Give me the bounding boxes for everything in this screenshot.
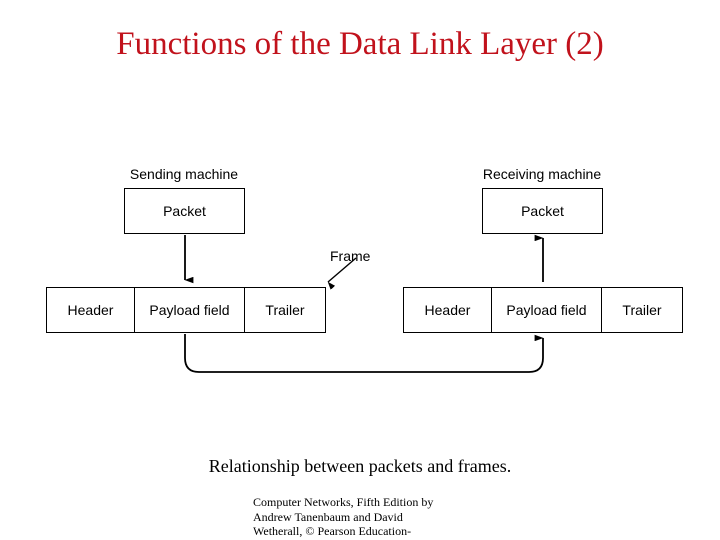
frame-callout-arrow [327, 257, 357, 290]
caption: Relationship between packets and frames. [208, 456, 512, 476]
receiving-frame-cell-header: Header [404, 288, 492, 332]
attribution-line-3: Wetherall, © Pearson Education- [253, 524, 412, 538]
receiving-frame-cell-payload: Payload field [492, 288, 602, 332]
receiving-machine-label: Receiving machine [482, 166, 602, 182]
sending-machine-label: Sending machine [129, 166, 239, 182]
sending-frame-row: Header Payload field Trailer [46, 287, 326, 333]
receiving-frame-row: Header Payload field Trailer [403, 287, 683, 333]
receiving-frame-cell-trailer: Trailer [622, 302, 662, 318]
sending-frame-cell-payload: Payload field [135, 288, 245, 332]
attribution: Computer Networks, Fifth Edition by Andr… [253, 495, 553, 539]
diagram-relationship-packets-frames: Sending machine Packet Header Payload fi… [0, 150, 720, 400]
frame-callout-label: Frame [330, 248, 371, 264]
attribution-line-2: Andrew Tanenbaum and David [253, 509, 403, 524]
transmission-path-connector [184, 334, 544, 373]
sending-packet-box: Packet [124, 188, 245, 234]
diagram-connectors [184, 234, 544, 373]
sending-frame-cell-trailer: Trailer [265, 302, 305, 318]
receiving-packet-box: Packet [482, 188, 603, 234]
page-title: Functions of the Data Link Layer (2) [116, 26, 604, 62]
sending-frame-cell-header: Header [47, 288, 135, 332]
attribution-line-1: Computer Networks, Fifth Edition by [253, 495, 434, 509]
